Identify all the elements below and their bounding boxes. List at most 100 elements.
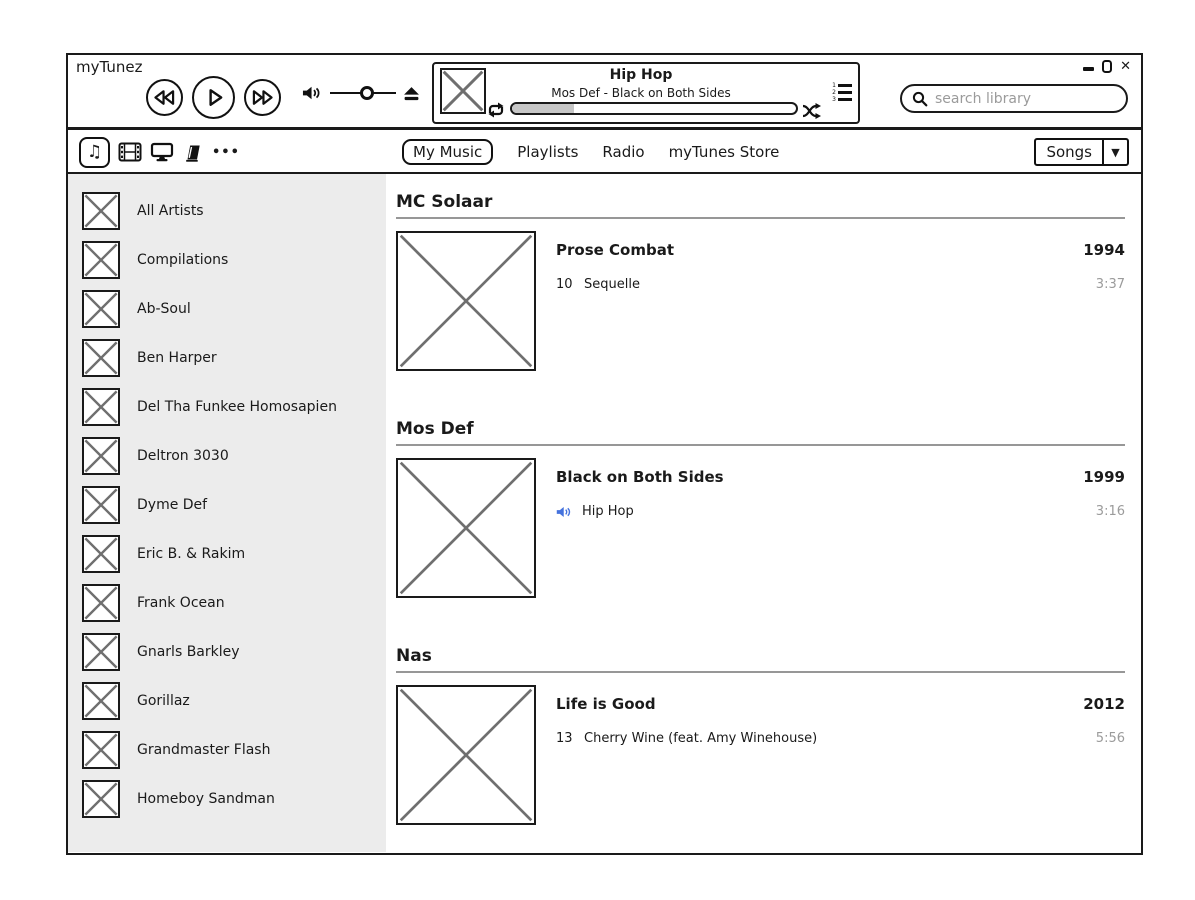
image-placeholder-icon (82, 779, 120, 818)
track-row[interactable]: 13 Cherry Wine (feat. Amy Winehouse) 5:5… (556, 731, 1125, 746)
sidebar-item-homeboy-sandman[interactable]: Homeboy Sandman (82, 774, 386, 823)
minimize-icon[interactable] (1083, 67, 1095, 71)
sidebar-item-del-tha-funkee-homosapien[interactable]: Del Tha Funkee Homosapien (82, 382, 386, 431)
volume-slider[interactable] (330, 86, 396, 101)
track-duration: 3:16 (1095, 504, 1125, 519)
previous-button[interactable] (146, 79, 183, 116)
track-row-now-playing[interactable]: Hip Hop 3:16 (556, 504, 1125, 519)
progress-fill (512, 104, 575, 113)
track-row[interactable]: 10 Sequelle 3:37 (556, 277, 1125, 292)
sidebar-item-frank-ocean[interactable]: Frank Ocean (82, 578, 386, 627)
artist-sidebar: All Artists Compilations Ab-Soul Ben Har… (68, 174, 386, 852)
sidebar-item-label: Gnarls Barkley (137, 643, 240, 660)
sidebar-item-grandmaster-flash[interactable]: Grandmaster Flash (82, 725, 386, 774)
sidebar-item-label: Ab-Soul (137, 300, 191, 317)
sidebar-item-label: Deltron 3030 (137, 447, 229, 464)
album-title: Life is Good (556, 695, 656, 713)
books-icon[interactable] (182, 142, 204, 162)
movies-icon[interactable] (118, 142, 142, 162)
image-placeholder-icon (82, 681, 120, 720)
sidebar-item-eric-b-rakim[interactable]: Eric B. & Rakim (82, 529, 386, 578)
content-area: All Artists Compilations Ab-Soul Ben Har… (68, 174, 1141, 852)
more-icon[interactable]: ••• (212, 144, 240, 160)
view-selector-dropdown[interactable]: Songs ▼ (1034, 138, 1129, 166)
volume-slider-knob[interactable] (360, 86, 374, 101)
album-title: Prose Combat (556, 241, 674, 259)
devices-icon[interactable] (150, 142, 174, 162)
main-tabs: My Music Playlists Radio myTunes Store (402, 130, 779, 174)
next-button[interactable] (244, 79, 281, 116)
rewind-icon (152, 87, 177, 108)
image-placeholder-icon (82, 583, 120, 622)
image-placeholder-icon (82, 240, 120, 279)
track-duration: 3:37 (1095, 277, 1125, 292)
track-title: Sequelle (584, 277, 640, 292)
app-window: myTunez (66, 53, 1143, 855)
image-placeholder-icon (82, 632, 120, 671)
tab-mytunes-store[interactable]: myTunes Store (668, 143, 780, 161)
title-bar: myTunez (68, 55, 1141, 130)
album-art-placeholder (396, 231, 536, 371)
sidebar-item-label: Dyme Def (137, 496, 208, 513)
maximize-icon[interactable] (1102, 60, 1113, 73)
queue-list-icon[interactable]: 1 2 3 (832, 83, 852, 104)
image-placeholder-icon (82, 387, 120, 426)
sidebar-item-label: Homeboy Sandman (137, 790, 275, 807)
sidebar-item-gorillaz[interactable]: Gorillaz (82, 676, 386, 725)
eject-icon[interactable] (403, 86, 420, 101)
app-title: myTunez (76, 58, 143, 76)
image-placeholder-icon (82, 730, 120, 769)
image-placeholder-icon (82, 485, 120, 524)
view-selector-value: Songs (1046, 143, 1092, 161)
sidebar-item-ab-soul[interactable]: Ab-Soul (82, 284, 386, 333)
sidebar-item-label: Del Tha Funkee Homosapien (137, 398, 337, 415)
album-title: Black on Both Sides (556, 468, 724, 486)
music-note-icon: ♫ (86, 142, 103, 162)
volume-controls (302, 85, 420, 101)
track-number: 13 (556, 731, 573, 746)
play-button[interactable] (192, 76, 235, 119)
chevron-down-icon[interactable]: ▼ (1102, 140, 1127, 164)
music-tab-button[interactable]: ♫ (79, 136, 110, 168)
tab-my-music[interactable]: My Music (402, 139, 494, 165)
progress-bar[interactable] (510, 102, 798, 115)
now-playing-speaker-icon (556, 505, 573, 519)
sidebar-item-dyme-def[interactable]: Dyme Def (82, 480, 386, 529)
sidebar-item-deltron-3030[interactable]: Deltron 3030 (82, 431, 386, 480)
now-playing-panel: Hip Hop Mos Def - Black on Both Sides (432, 62, 860, 124)
repeat-icon[interactable] (486, 102, 506, 118)
album-row: Prose Combat 1994 10 Sequelle 3:37 (396, 231, 1125, 371)
album-row: Black on Both Sides 1999 (396, 458, 1125, 598)
artist-name: Nas (396, 646, 1125, 673)
shuffle-icon[interactable] (802, 103, 824, 119)
sidebar-item-label: Eric B. & Rakim (137, 545, 246, 562)
image-placeholder-icon (82, 534, 120, 573)
track-duration: 5:56 (1095, 731, 1125, 746)
search-box[interactable] (900, 84, 1128, 113)
tab-playlists[interactable]: Playlists (517, 143, 579, 161)
image-placeholder-icon (82, 436, 120, 475)
search-input[interactable] (935, 90, 1116, 107)
album-year: 2012 (1083, 695, 1125, 713)
artist-section: MC Solaar Prose Combat 1994 10 Sequelle (396, 192, 1125, 371)
media-type-icons: ♫ (79, 130, 240, 174)
transport-controls (146, 76, 281, 119)
sidebar-item-label: Grandmaster Flash (137, 741, 271, 758)
sidebar-item-label: All Artists (137, 202, 204, 219)
sidebar-item-label: Frank Ocean (137, 594, 225, 611)
album-info: Life is Good 2012 13 Cherry Wine (feat. … (556, 685, 1125, 825)
sidebar-item-label: Gorillaz (137, 692, 190, 709)
now-playing-track: Mos Def - Black on Both Sides (551, 86, 731, 100)
close-icon[interactable]: ✕ (1120, 59, 1131, 74)
track-title: Hip Hop (582, 504, 634, 519)
sidebar-item-all-artists[interactable]: All Artists (82, 186, 386, 235)
sidebar-item-compilations[interactable]: Compilations (82, 235, 386, 284)
album-list: MC Solaar Prose Combat 1994 10 Sequelle (386, 174, 1141, 852)
image-placeholder-icon (82, 289, 120, 328)
sidebar-item-gnarls-barkley[interactable]: Gnarls Barkley (82, 627, 386, 676)
track-number: 10 (556, 277, 573, 292)
sidebar-item-label: Compilations (137, 251, 229, 268)
album-row: Life is Good 2012 13 Cherry Wine (feat. … (396, 685, 1125, 825)
sidebar-item-ben-harper[interactable]: Ben Harper (82, 333, 386, 382)
tab-radio[interactable]: Radio (602, 143, 645, 161)
